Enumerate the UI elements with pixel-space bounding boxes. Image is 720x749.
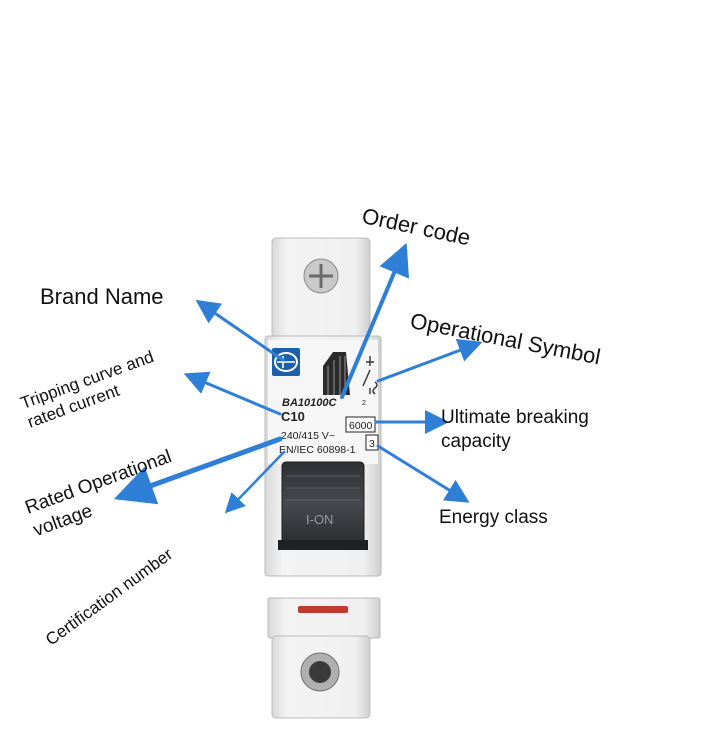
arrow-rated-voltage [113, 436, 283, 505]
arrow-energy-class [376, 444, 470, 503]
status-indicator [298, 606, 348, 613]
label-brand-name: Brand Name [40, 284, 164, 309]
arrow-tripping-curve [183, 371, 282, 416]
brand-logo-icon [272, 348, 300, 376]
brand-emblem-icon [323, 352, 350, 395]
svg-text:6000: 6000 [349, 420, 373, 432]
upper-terminal [271, 237, 371, 339]
order-code-text: BA10100C [282, 397, 337, 409]
handle-text: I-ON [306, 512, 333, 527]
toggle-handle: I-ON [278, 461, 368, 550]
svg-text:3: 3 [369, 438, 375, 450]
arrow-order-code [340, 242, 410, 399]
lower-body [267, 597, 381, 639]
arrow-operational-symbol [376, 339, 483, 383]
label-breaking-capacity-line2: capacity [441, 431, 511, 452]
voltage-text: 240/415 V~ [281, 430, 335, 442]
label-breaking-capacity: Ultimate breaking capacity [441, 406, 589, 454]
energy-class-box: 3 [365, 434, 379, 451]
lower-terminal [271, 635, 371, 719]
pole-mark-text: 2 [362, 400, 366, 407]
annotation-arrows [113, 242, 483, 514]
operational-symbol-icon [362, 356, 378, 395]
arrow-certification [224, 450, 286, 514]
label-breaking-capacity-line1: Ultimate breaking [441, 407, 589, 428]
standard-text: EN/IEC 60898-1 [279, 444, 356, 456]
label-energy-class: Energy class [439, 507, 548, 528]
curve-rating-text: C10 [281, 409, 305, 424]
breaking-capacity-box: 6000 [345, 416, 376, 433]
arrow-brand-name [195, 299, 285, 362]
